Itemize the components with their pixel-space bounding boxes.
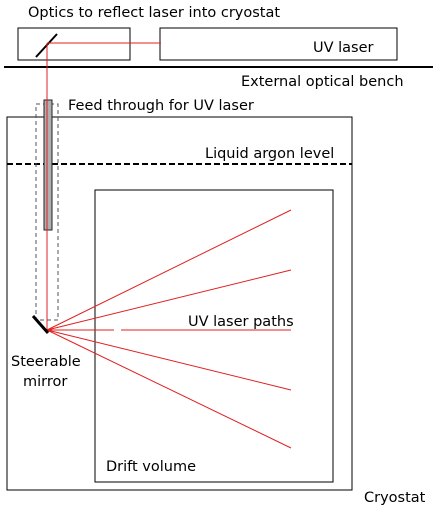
feedthrough-tube: [43, 99, 53, 231]
cryostat-label: Cryostat: [364, 490, 426, 506]
steerable-mirror-label-1: Steerable: [11, 354, 81, 370]
laser-path-5: [46, 329, 292, 449]
laser-paths-label: UV laser paths: [188, 314, 294, 330]
laser-paths: [46, 209, 292, 449]
optics-box: [17, 27, 131, 61]
steerable-mirror: [31, 315, 50, 334]
liquid-argon-label: Liquid argon level: [205, 146, 334, 162]
drift-volume-label: Drift volume: [106, 459, 196, 475]
steerable-mirror-label-2: mirror: [23, 374, 67, 390]
feedthrough-label: Feed through for UV laser: [68, 98, 254, 114]
laser-path-4: [46, 329, 292, 391]
laser-path-1: [46, 209, 292, 331]
drift-volume-box: [94, 189, 334, 483]
uv-laser-label: UV laser: [313, 40, 374, 56]
optics-label: Optics to reflect laser into cryostat: [28, 5, 280, 21]
laser-path-2: [46, 269, 292, 331]
cryostat-box: [6, 116, 353, 491]
uv-laser-box: [159, 27, 398, 61]
optical-bench-label: External optical bench: [241, 74, 404, 90]
